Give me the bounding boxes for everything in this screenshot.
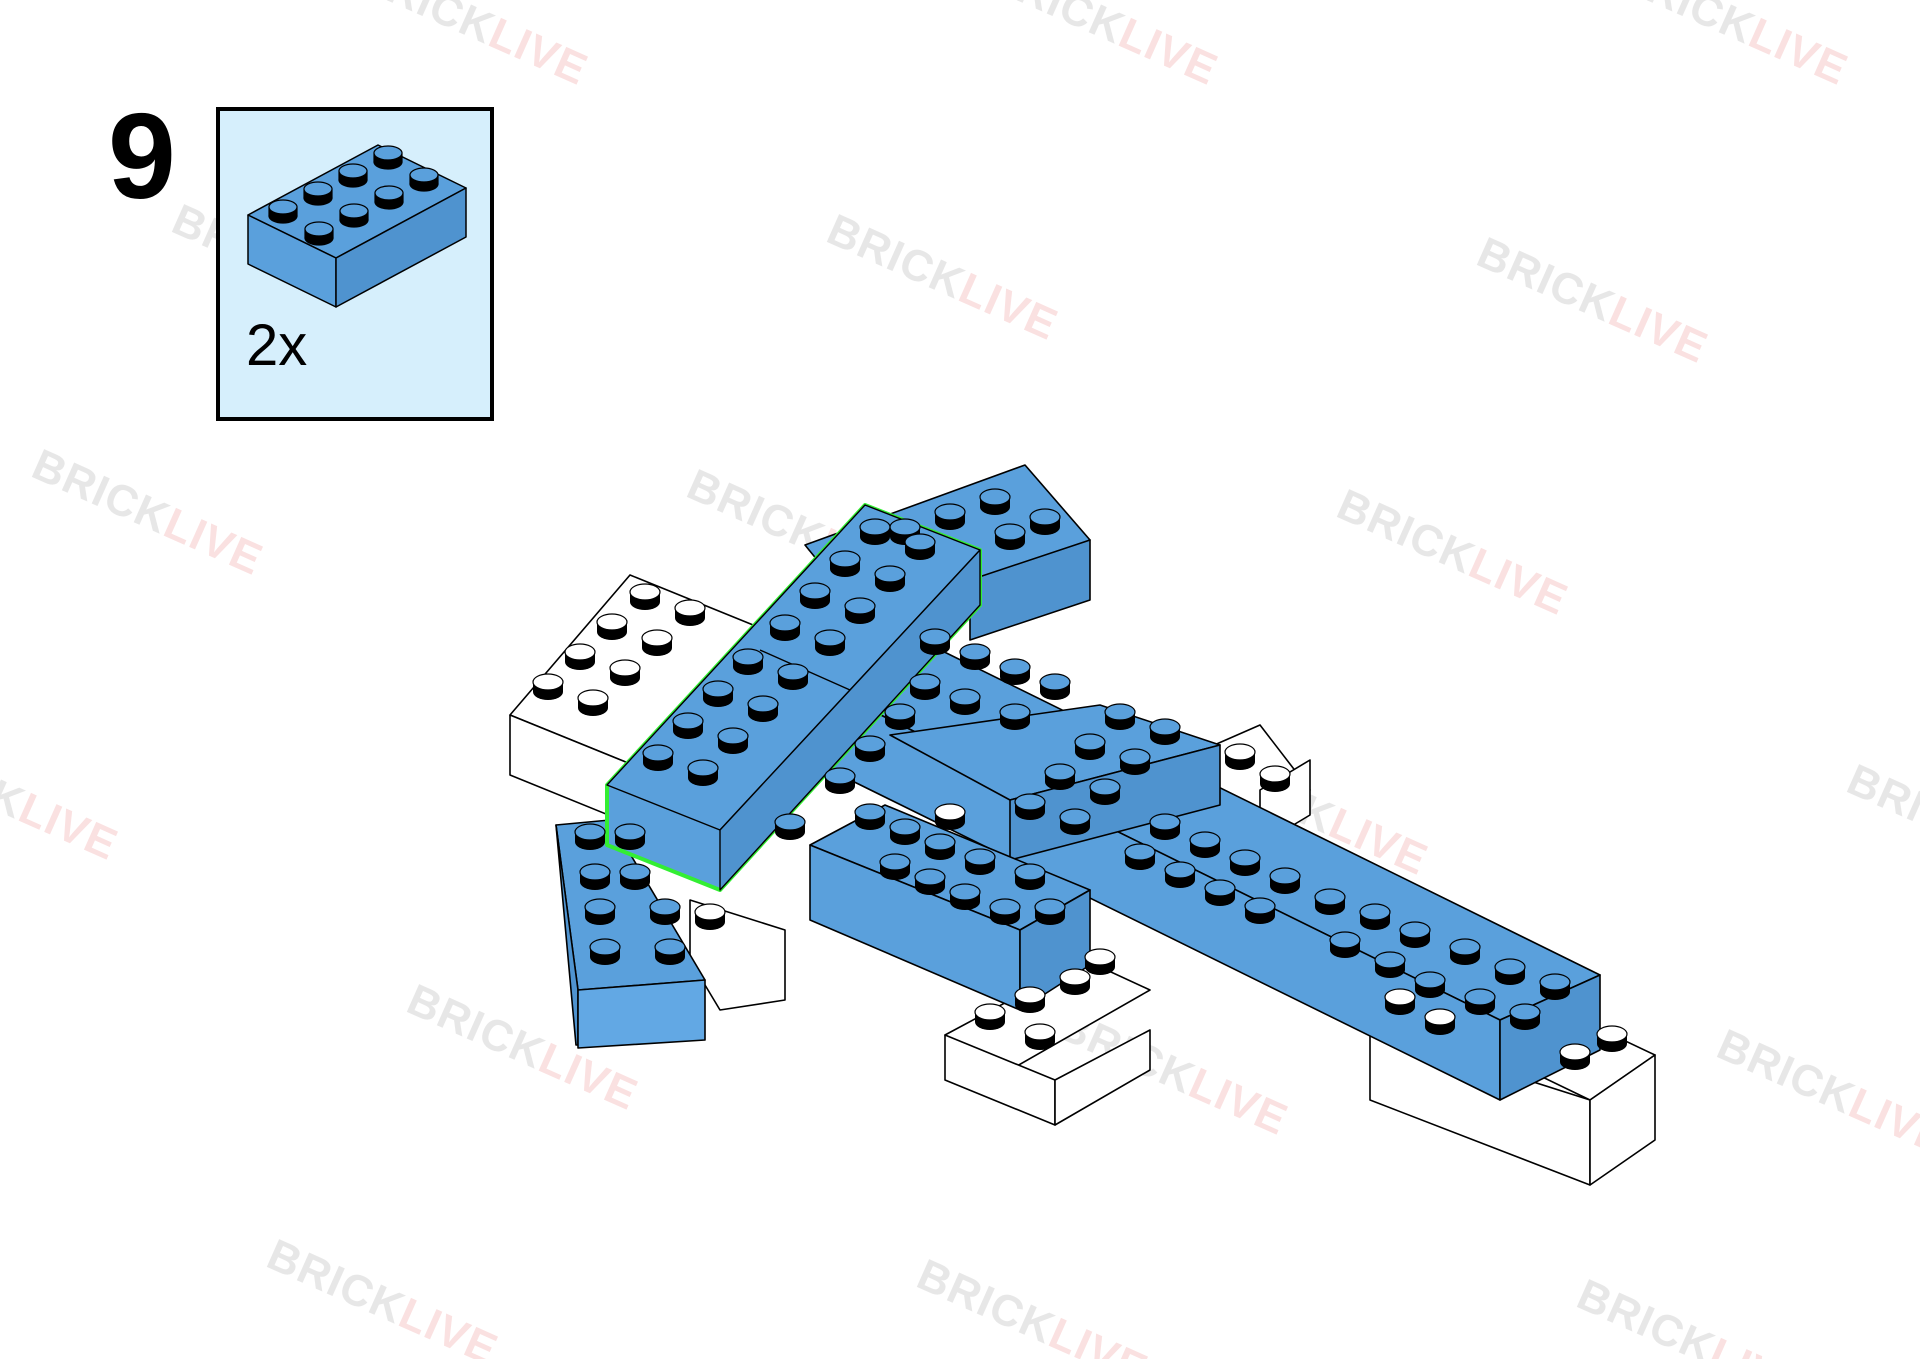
brick-2x4-blue-icon bbox=[247, 144, 467, 308]
parts-callout: 2x bbox=[216, 107, 494, 421]
step-number: 9 bbox=[108, 88, 176, 224]
part-quantity: 2x bbox=[246, 313, 308, 378]
